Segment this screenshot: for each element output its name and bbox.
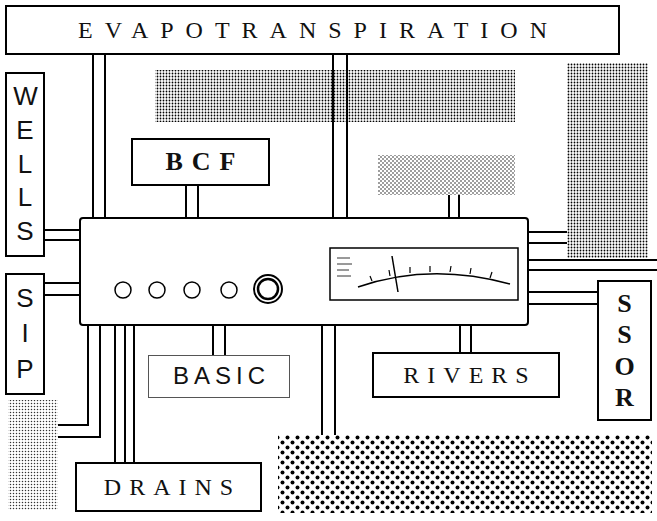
stipple-panel [567,63,648,258]
stipple-panel [278,435,652,513]
package-label: BASIC [168,362,270,391]
package-label: BCF [157,146,245,177]
wires [40,55,657,462]
package-label: RIVERS [395,361,536,390]
knobs [115,275,282,303]
package-box: EVAPOTRANSPIRATION [5,5,620,55]
package-box: SIP [5,273,45,395]
package-box: WELLS [5,72,45,257]
stipple-panel [378,155,515,195]
stipple-panel [8,400,58,510]
package-label: DRAINS [96,473,241,502]
package-box: RIVERS [372,352,560,398]
stipple-panel [155,70,515,122]
meter [330,248,518,300]
package-label: SSOR [613,288,636,413]
package-label: SIP [13,281,36,386]
package-label: WELLS [13,80,36,249]
control-unit [80,218,528,325]
package-box: BASIC [148,355,290,398]
package-box: DRAINS [75,462,262,512]
package-box: SSOR [597,280,652,421]
package-label: EVAPOTRANSPIRATION [66,16,559,45]
package-box: BCF [131,138,270,186]
